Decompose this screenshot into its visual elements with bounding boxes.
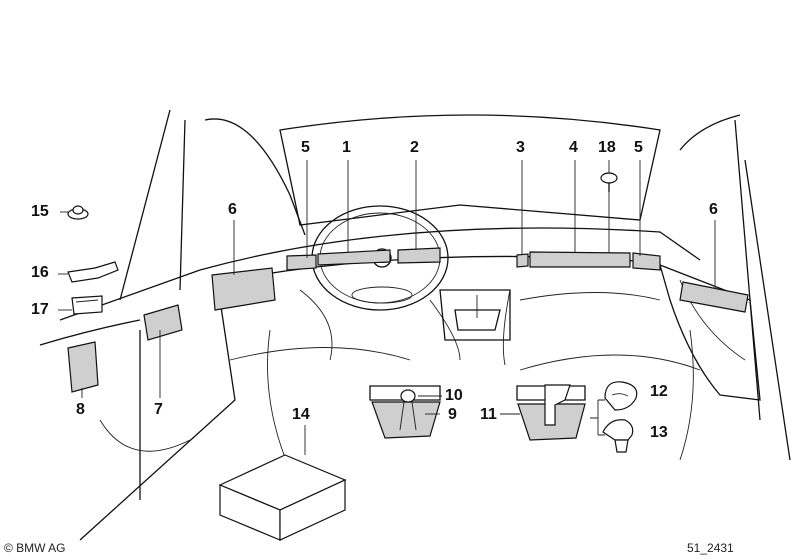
callout-14: 14 [292, 406, 310, 423]
callout-10: 10 [445, 387, 463, 404]
shift-trim-detail-right [516, 384, 586, 441]
shift-trim-detail-left [369, 385, 441, 439]
callout-9: 9 [448, 406, 457, 423]
callout-3: 3 [516, 139, 525, 156]
callout-8: 8 [76, 401, 85, 418]
callout-7: 7 [154, 401, 163, 418]
trim-2 [397, 247, 441, 264]
windshield-frame [119, 109, 791, 461]
knob-12 [604, 381, 638, 411]
trim-4 [529, 251, 631, 268]
center-console [439, 289, 511, 341]
callout-1: 1 [342, 139, 351, 156]
callout-16: 16 [31, 264, 49, 281]
trim-7 [143, 304, 183, 341]
callout-5-left: 5 [301, 139, 310, 156]
left-door [39, 269, 236, 541]
trim-6-left [211, 267, 276, 311]
callout-18: 18 [598, 139, 616, 156]
callout-6-left: 6 [228, 201, 237, 218]
callout-4: 4 [569, 139, 578, 156]
callout-6-right: 6 [709, 201, 718, 218]
trim-5-right [632, 252, 661, 271]
diagram-id-label: 51_2431 [687, 541, 734, 555]
trim-1 [317, 249, 391, 266]
callout-11: 11 [480, 406, 497, 423]
callout-12: 12 [650, 383, 668, 400]
callout-13: 13 [650, 424, 668, 441]
knob-13 [602, 419, 634, 453]
screw-18 [600, 172, 618, 192]
clip-16 [67, 261, 119, 283]
right-door [659, 263, 761, 401]
seats [229, 329, 701, 471]
grommet-17 [71, 295, 103, 315]
trim-6-right [679, 281, 749, 313]
wood-trim-pieces [67, 247, 749, 393]
trim-5-left [286, 254, 317, 271]
trim-3 [516, 253, 529, 268]
parts-box-14 [218, 454, 347, 541]
nut-15 [67, 205, 89, 220]
trim-8 [67, 341, 99, 393]
copyright-label: © BMW AG [4, 541, 66, 555]
callout-17: 17 [31, 301, 49, 318]
callout-2: 2 [410, 139, 419, 156]
callout-5-right: 5 [634, 139, 643, 156]
leader-lines [58, 160, 716, 455]
callout-15: 15 [31, 203, 49, 220]
